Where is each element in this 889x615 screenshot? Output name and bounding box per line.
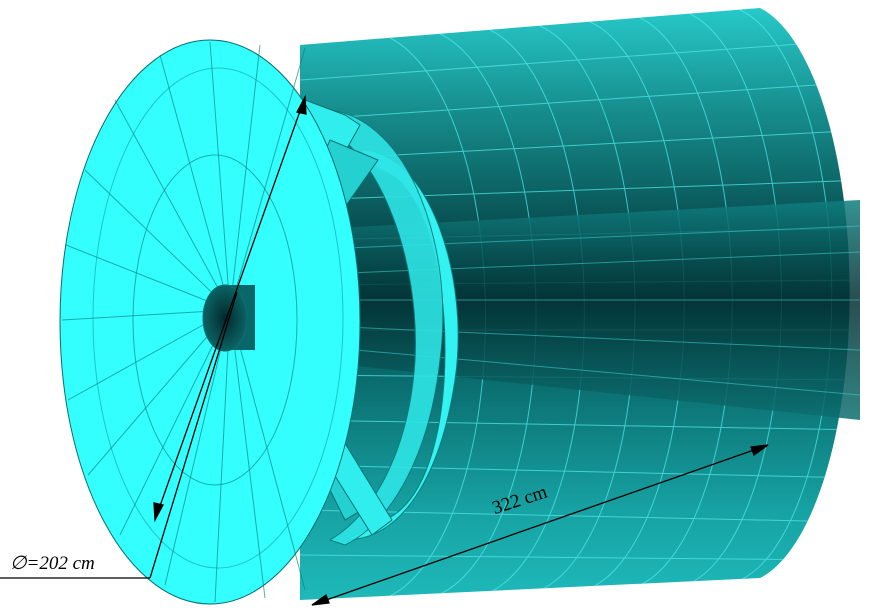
barrel-cutaway [319,109,459,546]
diameter-dimension [0,94,307,579]
diameter-label: ∅=202 cm [10,553,95,574]
length-dimension [311,444,769,606]
